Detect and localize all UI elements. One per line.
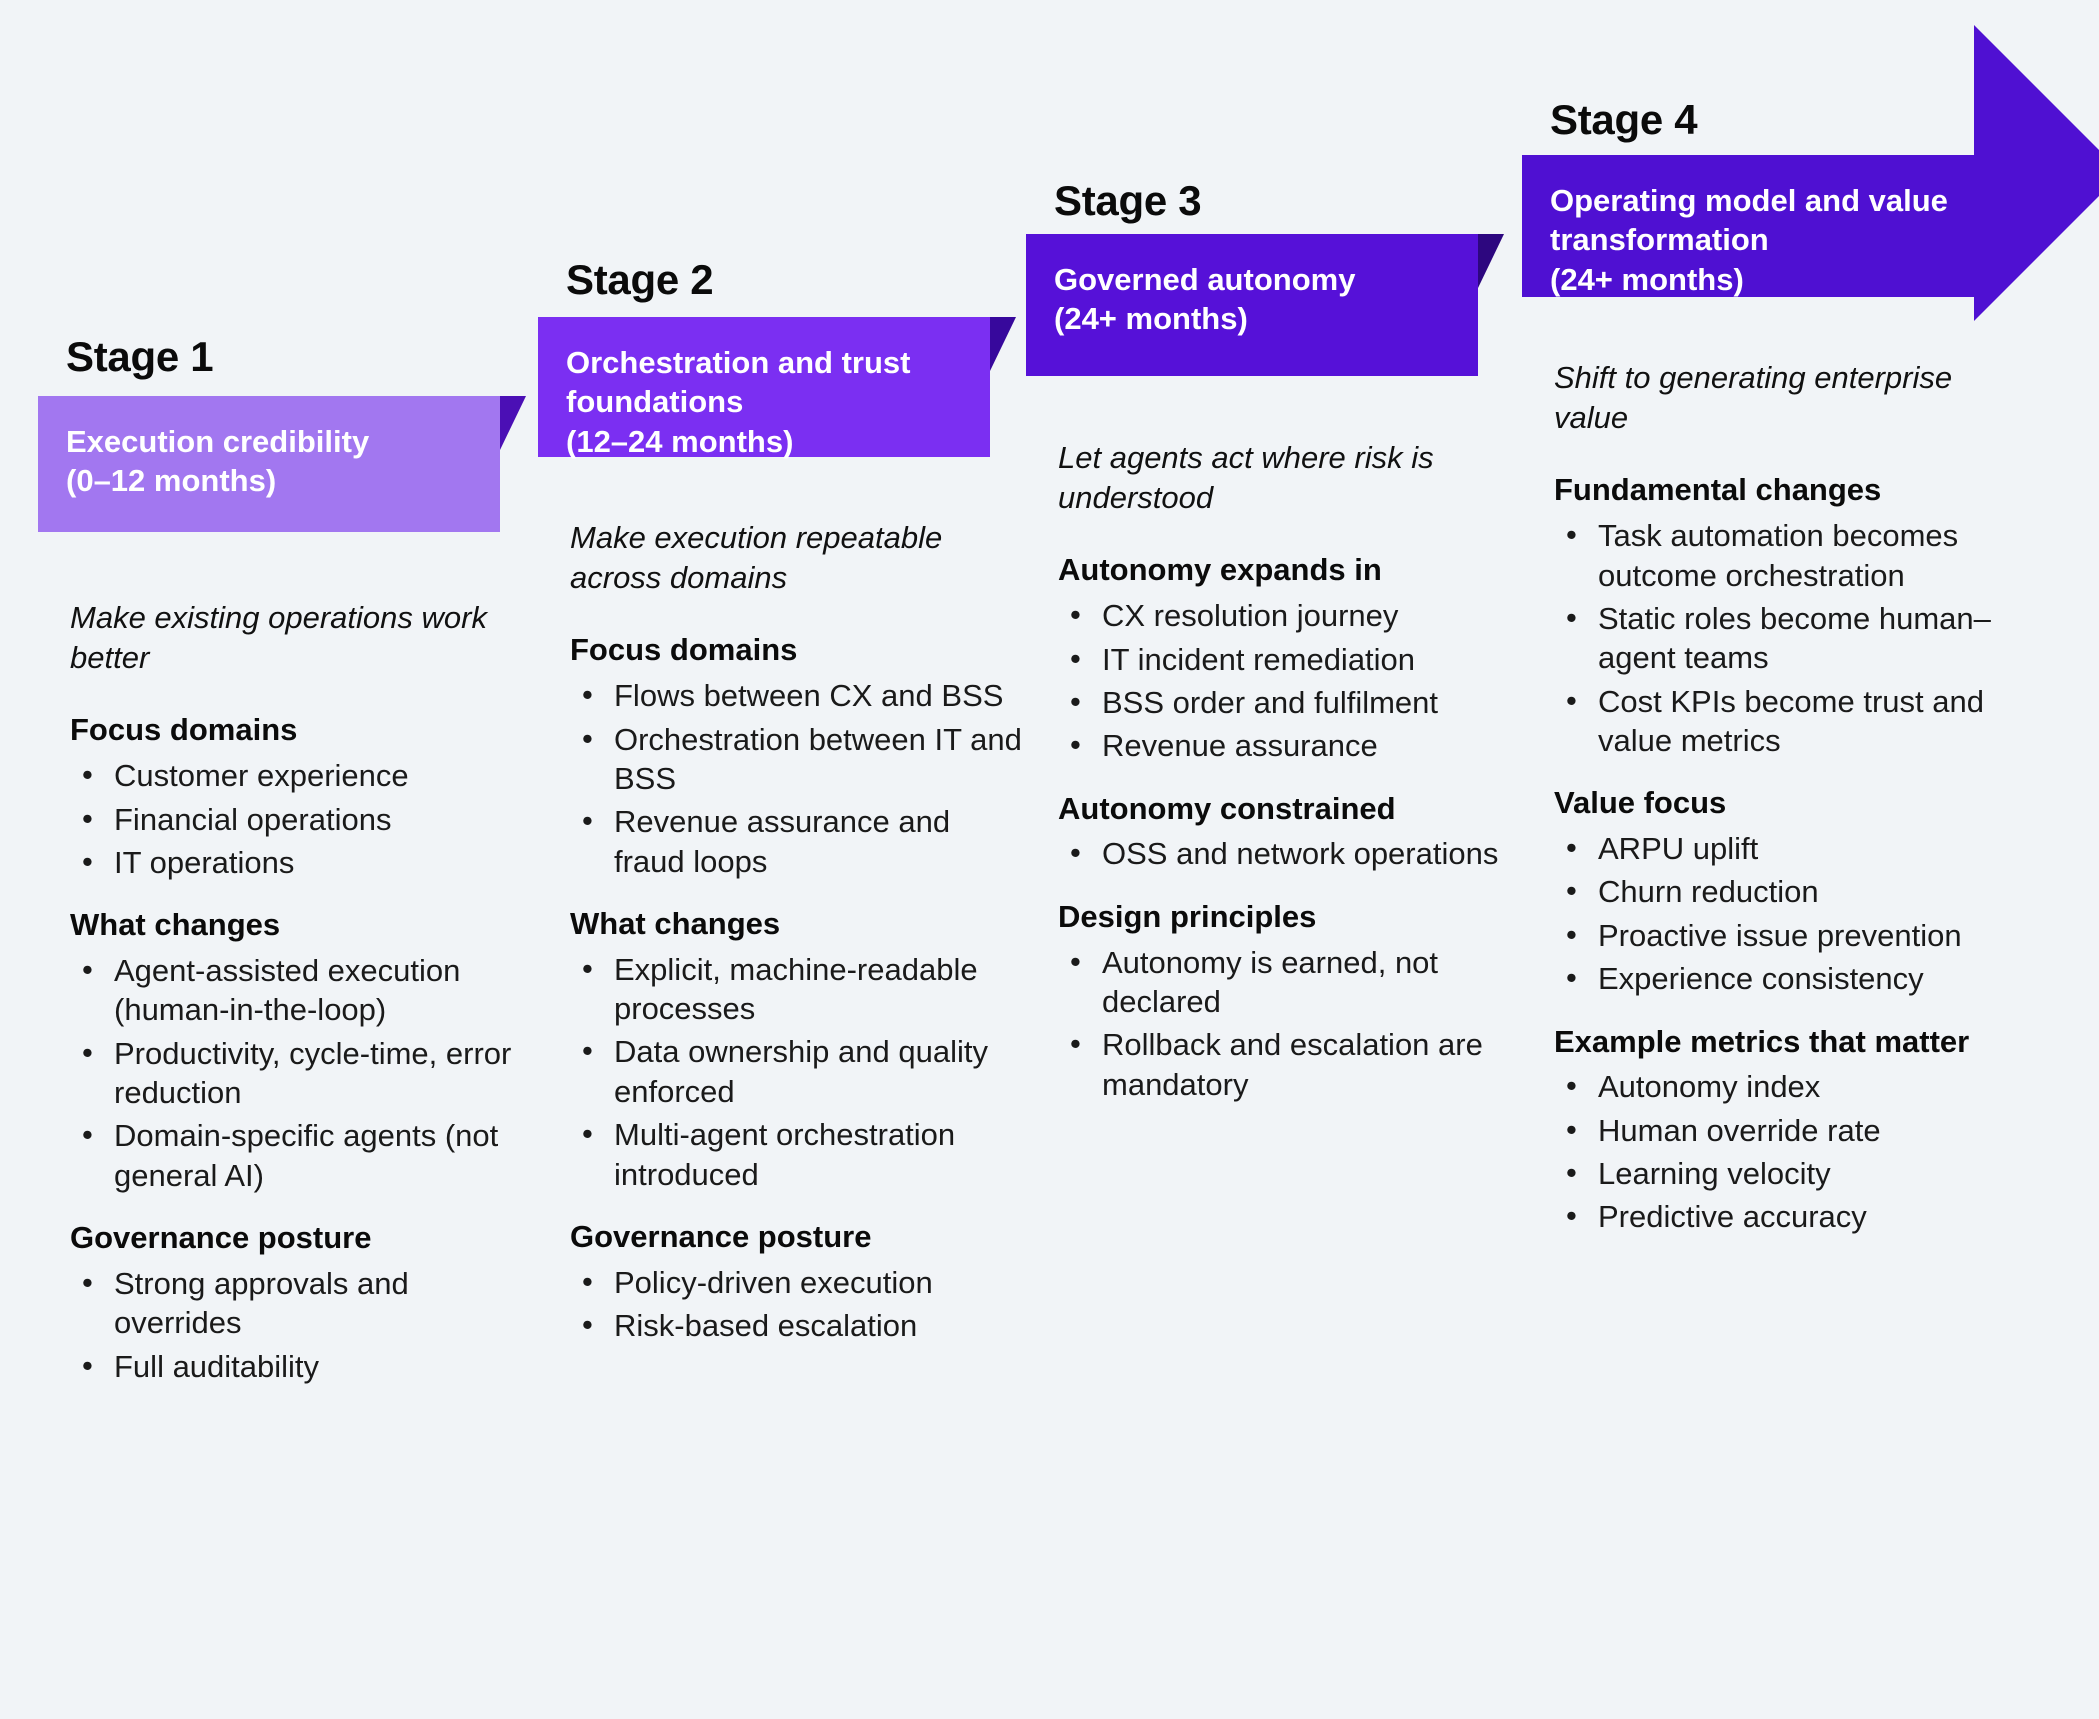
stage-body-1: Make existing operations work better Foc…	[70, 598, 522, 1390]
stage-banner-1: Execution credibility (0–12 months)	[38, 396, 500, 532]
section-heading: Example metrics that matter	[1554, 1023, 1970, 1059]
stage-section: Focus domains Flows between CX and BSS O…	[570, 631, 1022, 881]
section-heading: Design principles	[1058, 898, 1317, 934]
list-item: IT operations	[70, 842, 522, 882]
list-item: Autonomy index	[1554, 1066, 2016, 1106]
section-list: Autonomy index Human override rate Learn…	[1554, 1066, 2016, 1236]
stage-banner-notch-2	[990, 317, 1016, 371]
stage-banner-period-4: (24+ months)	[1550, 261, 1744, 297]
list-item: Multi-agent orchestration introduced	[570, 1114, 1022, 1194]
stage-tagline-4: Shift to generating enterprise value	[1554, 360, 1953, 435]
stage-section: What changes Explicit, machine-readable …	[570, 905, 1022, 1194]
stage-tagline-1: Make existing operations work better	[70, 600, 487, 675]
section-heading: What changes	[570, 905, 781, 941]
list-item: Revenue assurance	[1058, 725, 1510, 765]
list-item: Strong approvals and overrides	[70, 1263, 522, 1343]
stage-section: Example metrics that matter Autonomy ind…	[1554, 1023, 2016, 1237]
list-item: Orchestration between IT and BSS	[570, 719, 1022, 799]
stage-banner-title-1: Execution credibility	[66, 424, 370, 459]
section-heading: Fundamental changes	[1554, 472, 1882, 508]
list-item: Cost KPIs become trust and value metrics	[1554, 681, 2016, 761]
section-heading: Value focus	[1554, 785, 1727, 821]
stage-banner-period-1: (0–12 months)	[66, 463, 277, 499]
section-list: CX resolution journey IT incident remedi…	[1058, 595, 1510, 765]
list-item: Churn reduction	[1554, 871, 2016, 911]
section-list: Task automation becomes outcome orchestr…	[1554, 515, 2016, 761]
list-item: Predictive accuracy	[1554, 1196, 2016, 1236]
section-heading: Autonomy expands in	[1058, 552, 1382, 588]
stage-banner-3: Governed autonomy (24+ months)	[1026, 234, 1478, 376]
list-item: Learning velocity	[1554, 1153, 2016, 1193]
stage-section: Focus domains Customer experience Financ…	[70, 711, 522, 882]
stage-banner-period-3: (24+ months)	[1054, 301, 1248, 337]
stage-tagline-3: Let agents act where risk is understood	[1058, 440, 1434, 515]
section-list: Customer experience Financial operations…	[70, 755, 522, 882]
section-list: Policy-driven execution Risk-based escal…	[570, 1262, 1022, 1346]
list-item: Experience consistency	[1554, 958, 2016, 998]
list-item: Domain-specific agents (not general AI)	[70, 1115, 522, 1195]
stage-label-1: Stage 1	[66, 333, 214, 380]
stage-banner-notch-3	[1478, 234, 1504, 288]
stage-tagline-2: Make execution repeatable across domains	[570, 520, 943, 595]
section-heading: Autonomy constrained	[1058, 790, 1396, 826]
stage-body-3: Let agents act where risk is understood …	[1058, 438, 1510, 1108]
stage-section: What changes Agent-assisted execution (h…	[70, 906, 522, 1195]
list-item: BSS order and fulfilment	[1058, 682, 1510, 722]
stage-banner-title-2: Orchestration and trust foundations	[566, 345, 911, 420]
stage-label-3: Stage 3	[1054, 177, 1202, 224]
stage-section: Fundamental changes Task automation beco…	[1554, 471, 2016, 760]
list-item: Proactive issue prevention	[1554, 915, 2016, 955]
stage-banner-2: Orchestration and trust foundations (12–…	[538, 317, 990, 459]
stage-section: Governance posture Policy-driven executi…	[570, 1218, 1022, 1346]
list-item: Flows between CX and BSS	[570, 675, 1022, 715]
list-item: Human override rate	[1554, 1110, 2016, 1150]
stage-label-2: Stage 2	[566, 256, 714, 303]
section-heading: What changes	[70, 907, 281, 943]
stage-body-2: Make execution repeatable across domains…	[570, 518, 1022, 1349]
stage-banner-period-2: (12–24 months)	[566, 423, 794, 459]
list-item: ARPU uplift	[1554, 828, 2016, 868]
stage-banner-title-3: Governed autonomy	[1054, 262, 1356, 297]
stage-section: Autonomy expands in CX resolution journe…	[1058, 551, 1510, 765]
list-item: Autonomy is earned, not declared	[1058, 942, 1510, 1022]
list-item: Financial operations	[70, 799, 522, 839]
stage-section: Value focus ARPU uplift Churn reduction …	[1554, 784, 2016, 998]
list-item: Agent-assisted execution (human-in-the-l…	[70, 950, 522, 1030]
section-heading: Focus domains	[70, 712, 298, 748]
section-list: Strong approvals and overrides Full audi…	[70, 1263, 522, 1386]
section-list: Flows between CX and BSS Orchestration b…	[570, 675, 1022, 881]
section-list: Explicit, machine-readable processes Dat…	[570, 949, 1022, 1194]
list-item: Risk-based escalation	[570, 1305, 1022, 1345]
section-heading: Governance posture	[570, 1218, 872, 1254]
section-list: OSS and network operations	[1058, 833, 1510, 873]
list-item: OSS and network operations	[1058, 833, 1510, 873]
list-item: Policy-driven execution	[570, 1262, 1022, 1302]
list-item: Task automation becomes outcome orchestr…	[1554, 515, 2016, 595]
stage-label-4: Stage 4	[1550, 96, 1698, 143]
list-item: Static roles become human–agent teams	[1554, 598, 2016, 678]
list-item: Data ownership and quality enforced	[570, 1031, 1022, 1111]
section-heading: Governance posture	[70, 1220, 372, 1256]
section-list: Agent-assisted execution (human-in-the-l…	[70, 950, 522, 1195]
section-list: ARPU uplift Churn reduction Proactive is…	[1554, 828, 2016, 998]
stage-section: Governance posture Strong approvals and …	[70, 1219, 522, 1386]
stage-banner-notch-1	[500, 396, 526, 450]
list-item: Productivity, cycle-time, error reductio…	[70, 1033, 522, 1113]
stage-banner-title-4: Operating model and value transformation	[1550, 183, 1948, 258]
arrow-head-icon	[1974, 25, 2099, 321]
section-heading: Focus domains	[570, 632, 798, 668]
section-list: Autonomy is earned, not declared Rollbac…	[1058, 942, 1510, 1104]
list-item: Full auditability	[70, 1346, 522, 1386]
list-item: Explicit, machine-readable processes	[570, 949, 1022, 1029]
list-item: IT incident remediation	[1058, 639, 1510, 679]
list-item: Rollback and escalation are mandatory	[1058, 1024, 1510, 1104]
list-item: Revenue assurance and fraud loops	[570, 801, 1022, 881]
stage-banner-4: Operating model and value transformation…	[1522, 155, 1974, 297]
list-item: Customer experience	[70, 755, 522, 795]
stage-section: Autonomy constrained OSS and network ope…	[1058, 790, 1510, 874]
list-item: CX resolution journey	[1058, 595, 1510, 635]
stage-section: Design principles Autonomy is earned, no…	[1058, 898, 1510, 1104]
stage-body-4: Shift to generating enterprise value Fun…	[1554, 358, 2016, 1241]
